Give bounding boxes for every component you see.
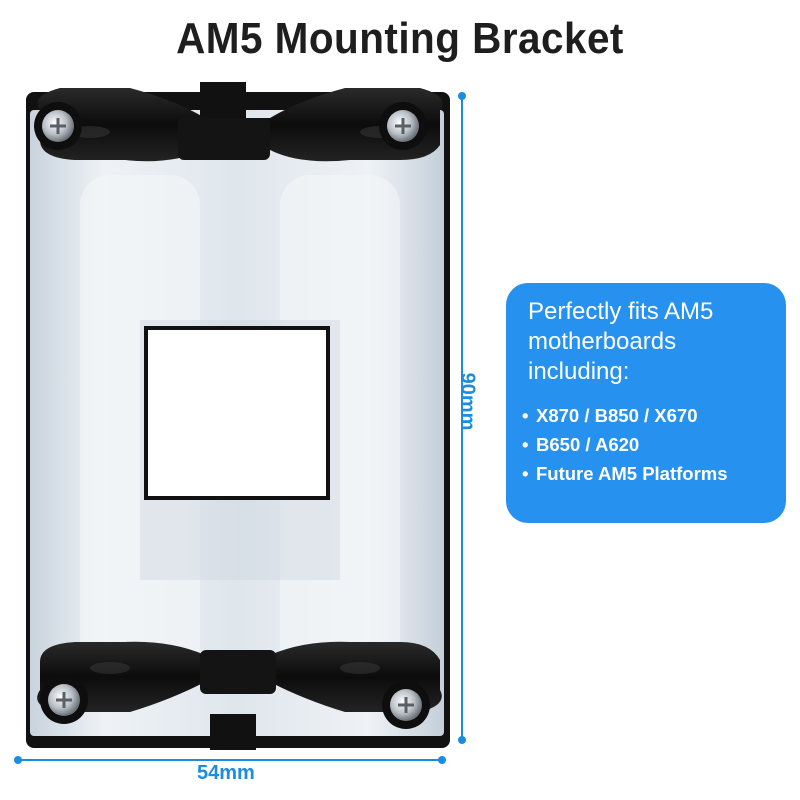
list-item-text: Future AM5 Platforms: [536, 463, 728, 484]
bottom-clip: [37, 641, 442, 750]
height-dimension-label: 90mm: [456, 372, 479, 431]
compatibility-info-box: Perfectly fits AM5 motherboards includin…: [506, 283, 786, 523]
list-item: • B650 / A620: [522, 430, 774, 459]
top-clip: [37, 82, 443, 162]
screw-icon: [379, 102, 427, 150]
list-item: • Future AM5 Platforms: [522, 459, 774, 488]
compatibility-list: • X870 / B850 / X670 • B650 / A620 • Future…: [522, 401, 774, 488]
info-intro-text: Perfectly fits AM5 motherboards includin…: [528, 298, 714, 385]
list-item-text: B650 / A620: [536, 434, 640, 455]
screw-icon: [40, 676, 88, 724]
screw-icon: [34, 102, 82, 150]
height-dimension-line: [458, 92, 466, 744]
width-dimension-label: 54mm: [197, 762, 255, 784]
bullet-icon: •: [522, 434, 529, 455]
page-title: AM5 Mounting Bracket: [176, 14, 624, 63]
screw-icon: [382, 681, 430, 729]
bullet-icon: •: [522, 463, 529, 484]
center-cutout: [144, 326, 330, 500]
list-item: • X870 / B850 / X670: [522, 401, 774, 430]
list-item-text: X870 / B850 / X670: [536, 405, 698, 426]
bullet-icon: •: [522, 405, 529, 426]
width-dimension-line: [14, 756, 446, 764]
